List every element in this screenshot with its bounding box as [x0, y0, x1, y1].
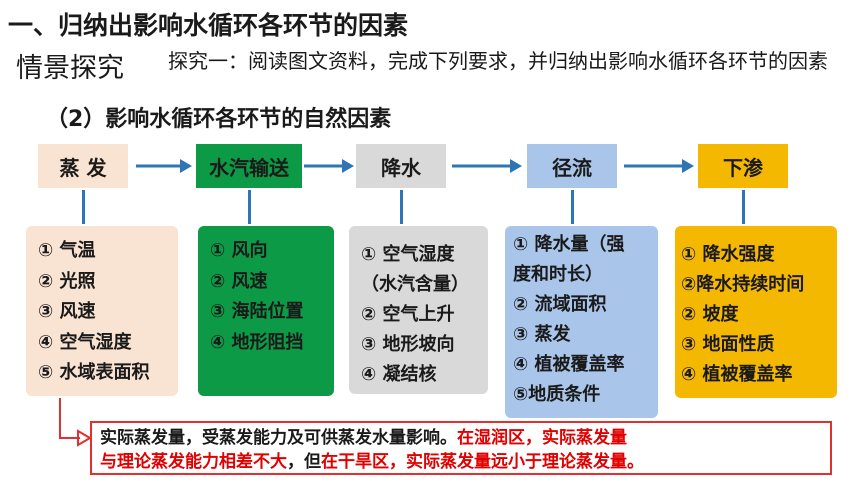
evaporation-note: 实际蒸发量，受蒸发能力及可供蒸发水量影响。在湿润区，实际蒸发量 与理论蒸发能力相…: [90, 421, 832, 475]
factor-item: ① 空气湿度: [361, 244, 455, 265]
note-text: ，但: [287, 452, 321, 472]
page-heading: 一、归纳出影响水循环各环节的因素: [8, 11, 409, 40]
step-infiltration: 下渗: [698, 144, 788, 188]
note-emphasis: 在干旱区，实际蒸发量远小于理论蒸发量。: [321, 452, 644, 472]
factors-evaporation: ① 气温 ② 光照 ③ 风速 ④ 空气湿度 ⑤ 水域表面积: [26, 226, 178, 396]
step-precipitation: 降水: [356, 144, 446, 188]
factor-item: ② 流域面积: [513, 294, 607, 315]
arrow-right-icon: [452, 159, 522, 173]
factor-item: ⑤地质条件: [513, 384, 601, 405]
factor-item: ③ 地面性质: [681, 334, 775, 355]
note-text: 实际蒸发量，受蒸发能力及可供蒸发水量影响。: [100, 428, 457, 448]
factor-item: ① 降水强度: [681, 244, 775, 265]
elbow-arrow-icon: [59, 398, 92, 447]
factor-item: （水汽含量）: [361, 274, 469, 295]
factor-item: ③ 海陆位置: [210, 301, 304, 322]
factor-item: ② 光照: [38, 270, 96, 292]
factor-item: ④ 凝结核: [361, 364, 437, 385]
step-vapor-transport: 水汽输送: [196, 144, 302, 188]
factor-item: ① 气温: [38, 240, 96, 261]
factors-precipitation: ① 空气湿度 （水汽含量） ② 空气上升 ③ 地形坡向 ④ 凝结核: [349, 226, 488, 394]
factor-item: ③ 风速: [38, 301, 96, 322]
factor-item: ② 坡度: [681, 304, 739, 325]
factor-item: ③ 蒸发: [513, 324, 571, 345]
factors-infiltration: ① 降水强度 ②降水持续时间 ② 坡度 ③ 地面性质 ④ 植被覆盖率: [675, 226, 837, 398]
factor-item: ① 降水量（强: [513, 234, 625, 255]
scene-label: 情景探究: [16, 53, 124, 84]
factor-item: ② 风速: [210, 270, 268, 292]
factor-item: ④ 空气湿度: [38, 331, 132, 353]
factors-vapor-transport: ① 风向 ② 风速 ③ 海陆位置 ④ 地形阻挡: [198, 226, 334, 396]
connector-line: [742, 190, 745, 224]
note-emphasis: 与理论蒸发能力相差不大: [100, 452, 287, 472]
arrow-right-icon: [136, 159, 192, 173]
arrow-right-icon: [624, 159, 694, 173]
step-evaporation: 蒸 发: [38, 144, 128, 188]
factor-item: ④ 植被覆盖率: [681, 364, 793, 385]
connector-line: [248, 190, 251, 224]
connector-line: [571, 190, 574, 224]
arrow-right-icon: [304, 159, 354, 173]
factor-item: ④ 地形阻挡: [210, 331, 304, 353]
factor-item: ① 风向: [210, 240, 268, 261]
factor-item: 度和时长）: [513, 264, 603, 285]
factor-item: ② 空气上升: [361, 304, 455, 325]
factor-item: ④ 植被覆盖率: [513, 354, 625, 375]
note-emphasis: 在湿润区，实际蒸发量: [457, 428, 627, 448]
task-instructions: 探究一：阅读图文资料，完成下列要求，并归纳出影响水循环各环节的因素: [168, 49, 828, 73]
section-subheading: （2）影响水循环各环节的自然因素: [46, 107, 392, 132]
factor-item: ⑤ 水域表面积: [38, 362, 150, 383]
connector-line: [82, 190, 85, 224]
step-runoff: 径流: [527, 144, 617, 188]
factors-runoff: ① 降水量（强 度和时长） ② 流域面积 ③ 蒸发 ④ 植被覆盖率 ⑤地质条件: [505, 226, 658, 418]
connector-line: [400, 190, 403, 224]
factor-item: ③ 地形坡向: [361, 334, 455, 355]
factor-item: ②降水持续时间: [681, 274, 805, 295]
